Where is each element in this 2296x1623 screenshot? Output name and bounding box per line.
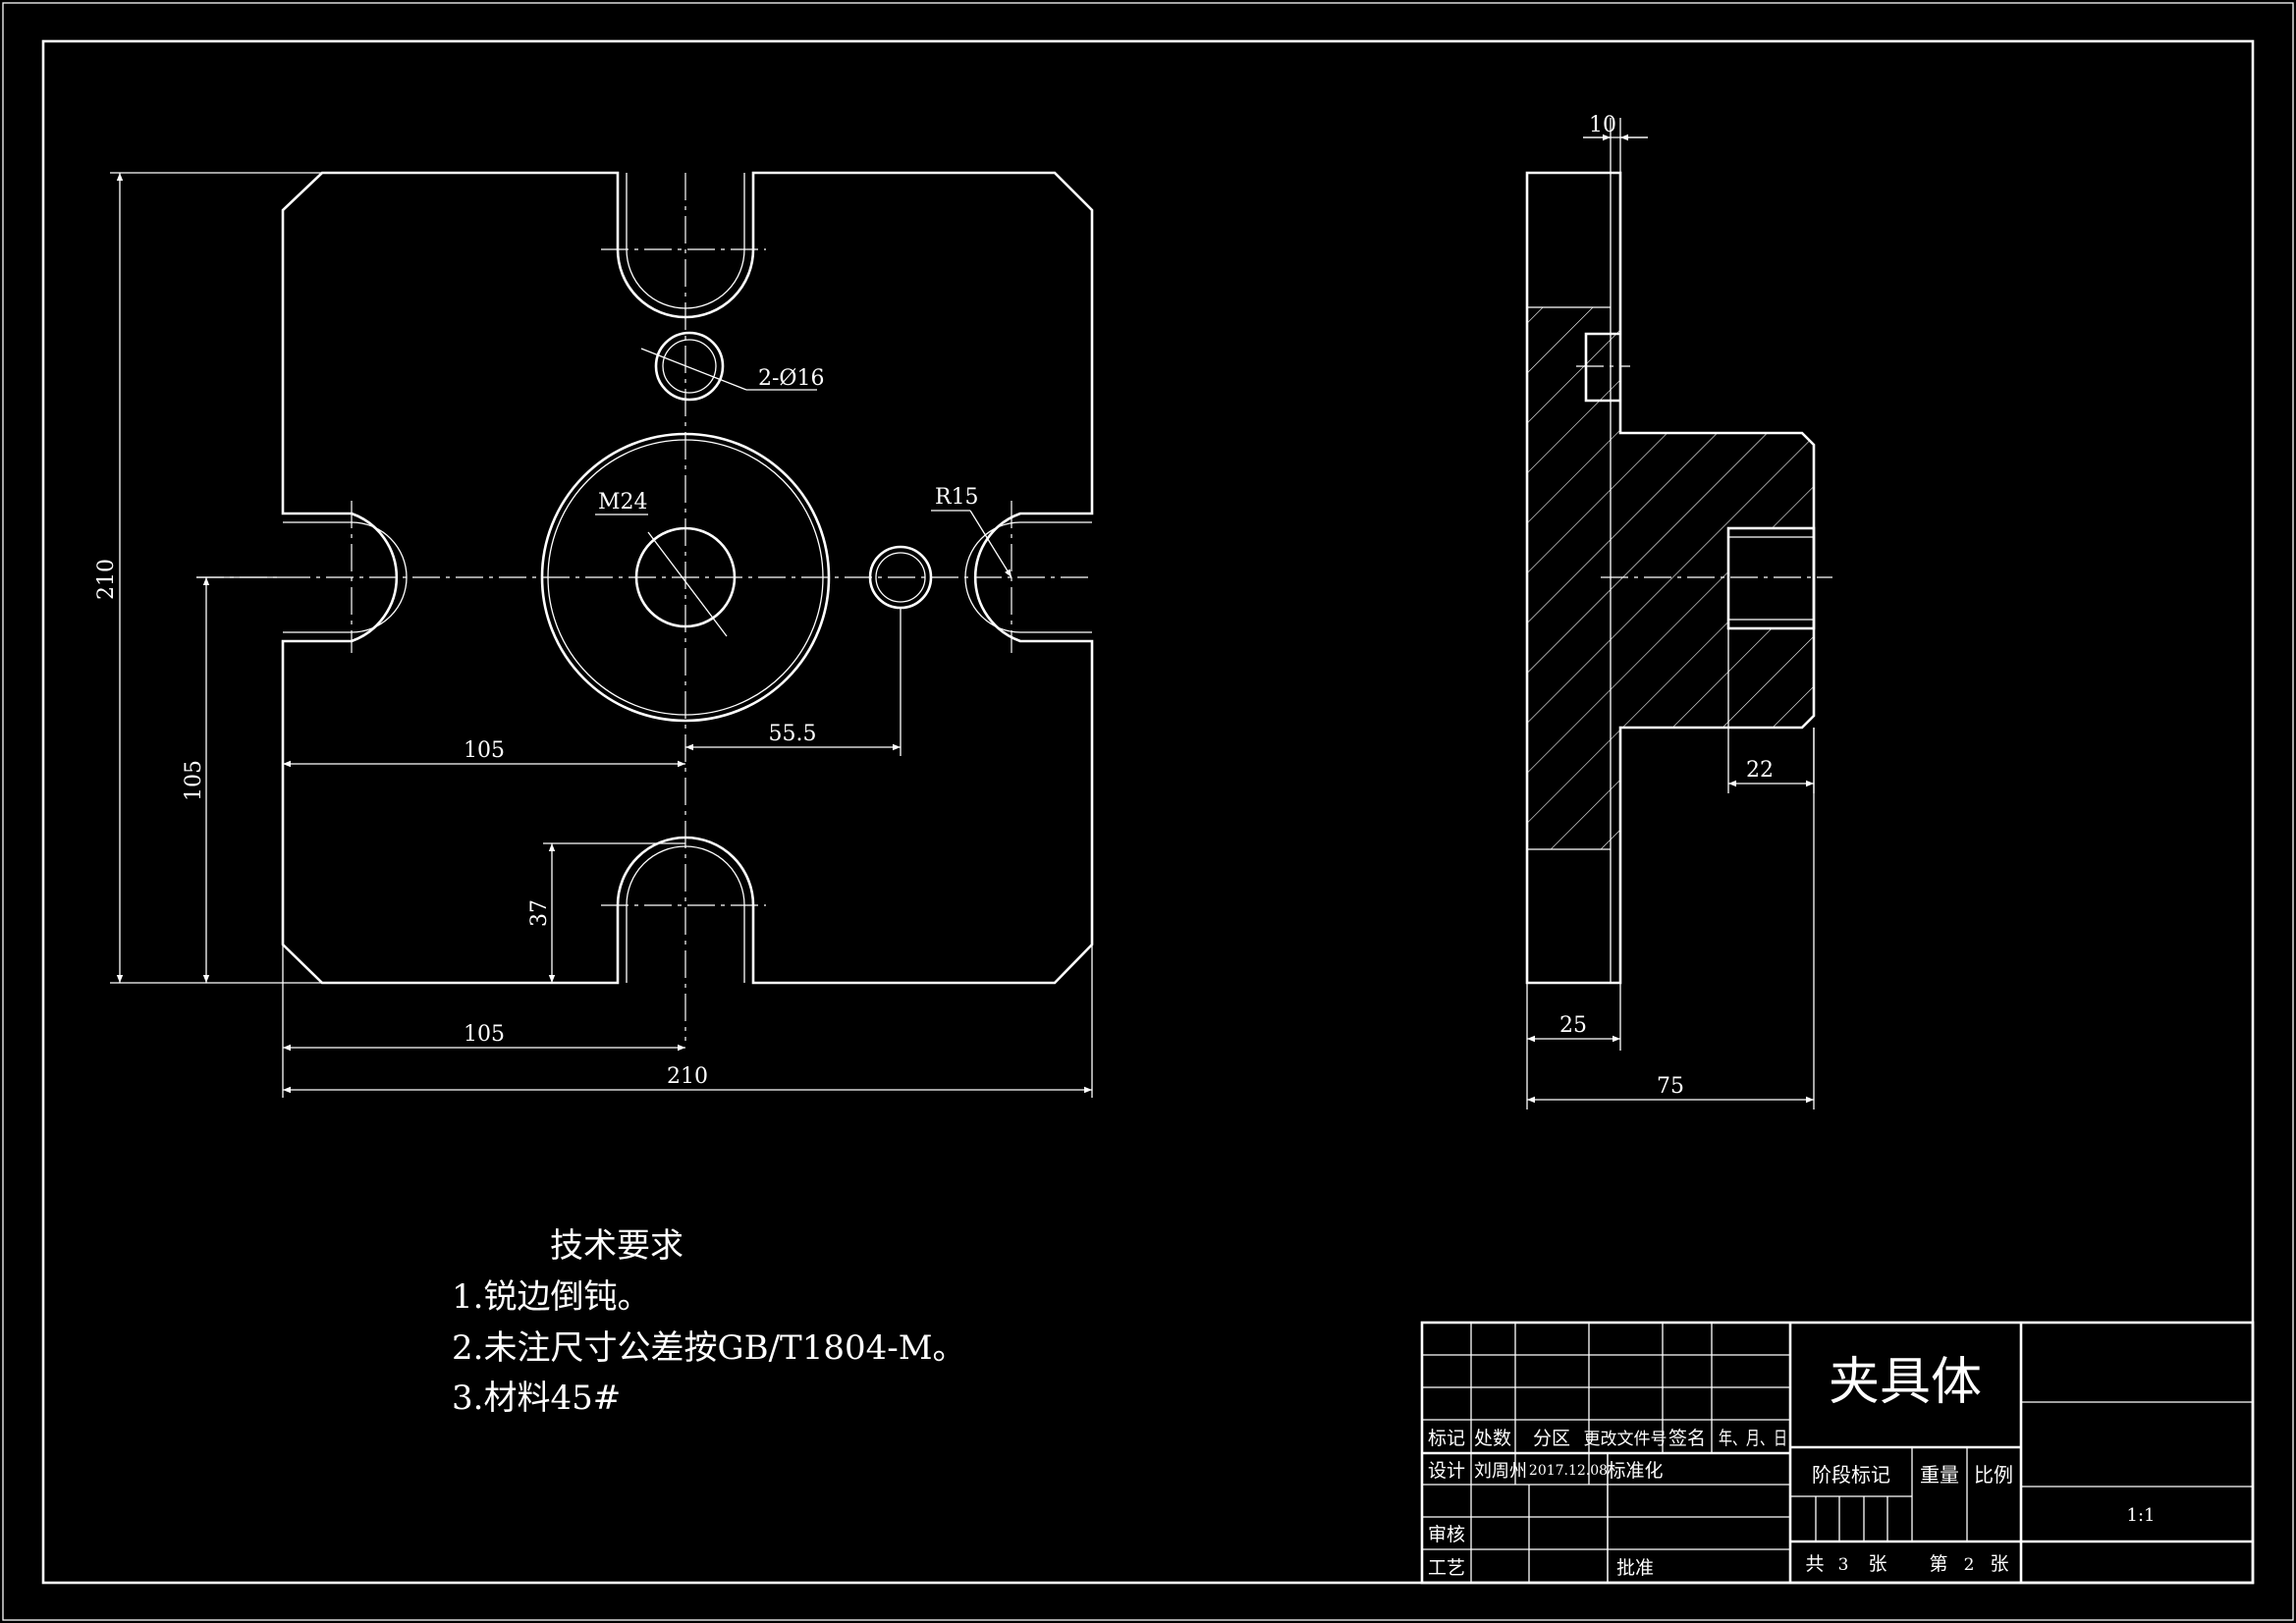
review-label: 审核 bbox=[1428, 1524, 1465, 1545]
thread-callout-leader bbox=[647, 531, 728, 637]
header-zone: 分区 bbox=[1533, 1428, 1570, 1449]
hole-callout-leader bbox=[640, 348, 747, 391]
tech-req-item-3: 3.材料45# bbox=[452, 1379, 621, 1418]
pin-hole-top-outer bbox=[654, 331, 725, 402]
dim-plate-thick: 25 bbox=[1559, 1013, 1587, 1038]
sheet-no-unit: 张 bbox=[1990, 1553, 2008, 1575]
front-view-outline bbox=[281, 171, 1094, 985]
section-hatch bbox=[1527, 307, 1814, 849]
front-view: 210 105 37 105 55.5 105 210 2-Ø16 M24 R1… bbox=[94, 171, 1094, 1098]
tech-req-item-2: 2.未注尺寸公差按GB/T1804-M。 bbox=[452, 1328, 966, 1368]
tech-req-item-1: 1.锐边倒钝。 bbox=[452, 1277, 650, 1317]
dim-overall-length: 75 bbox=[1657, 1074, 1684, 1099]
dim-recess-depth: 22 bbox=[1746, 758, 1774, 783]
side-view: 10 22 25 75 bbox=[1525, 113, 1832, 1109]
sheet-no-prefix: 第 bbox=[1929, 1553, 1947, 1575]
dim-flange-thick: 10 bbox=[1589, 113, 1616, 137]
dim-width-total: 210 bbox=[667, 1064, 708, 1089]
standardize-label: 标准化 bbox=[1607, 1460, 1663, 1482]
scale-label: 比例 bbox=[1974, 1463, 2013, 1487]
part-name: 夹具体 bbox=[1829, 1353, 1982, 1412]
approve-label: 批准 bbox=[1616, 1557, 1654, 1579]
header-mark: 标记 bbox=[1428, 1428, 1465, 1449]
process-label: 工艺 bbox=[1428, 1557, 1465, 1579]
sheet-no: 2 bbox=[1964, 1555, 1975, 1575]
dim-width-half-bottom: 105 bbox=[464, 1022, 505, 1047]
pin-hole-section bbox=[1584, 332, 1620, 403]
radius-callout: R15 bbox=[935, 485, 979, 510]
scale-value: 1:1 bbox=[2127, 1505, 2156, 1526]
hole-callout: 2-Ø16 bbox=[758, 366, 824, 391]
header-change-doc: 更改文件号 bbox=[1584, 1430, 1667, 1449]
side-view-outline bbox=[1525, 171, 1816, 985]
thread-callout: M24 bbox=[598, 490, 648, 514]
design-date: 2017.12.08 bbox=[1529, 1463, 1608, 1479]
pin-hole-top-inner bbox=[662, 339, 717, 394]
dim-center-to-hole: 55.5 bbox=[769, 722, 817, 746]
thread-recess bbox=[1726, 526, 1816, 630]
sheets-total-unit: 张 bbox=[1868, 1553, 1886, 1575]
stage-label: 阶段标记 bbox=[1812, 1463, 1890, 1487]
sheets-total-prefix: 共 bbox=[1805, 1553, 1824, 1575]
designer-name: 刘周州 bbox=[1474, 1461, 1527, 1482]
header-count: 处数 bbox=[1474, 1428, 1511, 1449]
radius-callout-leader bbox=[969, 510, 1012, 578]
inner-border bbox=[41, 39, 2255, 1585]
dim-height-total: 210 bbox=[94, 559, 119, 600]
dim-slot-depth: 37 bbox=[527, 899, 552, 927]
header-signature: 签名 bbox=[1668, 1428, 1706, 1449]
sheets-total: 3 bbox=[1838, 1555, 1849, 1575]
design-label: 设计 bbox=[1428, 1460, 1465, 1482]
dim-width-half-top: 105 bbox=[464, 738, 505, 763]
tech-req-title: 技术要求 bbox=[550, 1226, 683, 1266]
title-block: 夹具体 标记 处数 分区 更改文件号 签名 年、月、日 设计 刘周州 2017.… bbox=[1420, 1321, 2255, 1585]
weight-label: 重量 bbox=[1920, 1463, 1959, 1487]
dim-height-center: 105 bbox=[182, 760, 206, 801]
tech-requirements: 技术要求 1.锐边倒钝。 2.未注尺寸公差按GB/T1804-M。 3.材料45… bbox=[452, 1226, 966, 1418]
header-date: 年、月、日 bbox=[1719, 1428, 1787, 1449]
